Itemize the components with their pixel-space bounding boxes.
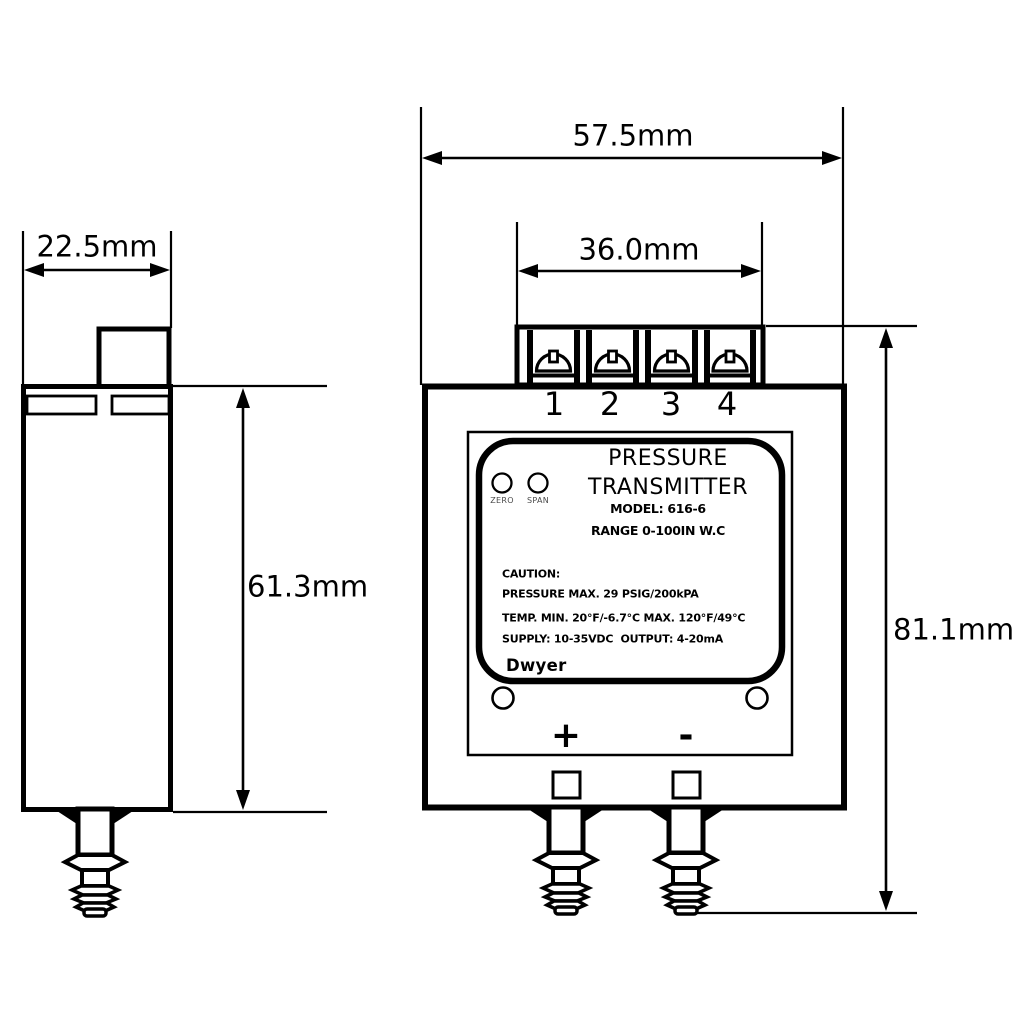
dim-side-width: 22.5mm xyxy=(36,229,158,264)
terminal-number-2: 2 xyxy=(599,385,621,423)
side-pressure-port xyxy=(54,809,136,916)
terminal-block xyxy=(514,324,766,388)
dimension-lines xyxy=(21,107,917,915)
terminal-number-4: 4 xyxy=(716,385,738,423)
high-pressure-port xyxy=(525,807,607,914)
low-pressure-port xyxy=(645,807,727,914)
port-opening-left xyxy=(551,770,582,800)
brand-logo: Dwyer xyxy=(506,655,567,675)
terminal-dividers xyxy=(527,330,756,383)
front-inner-panel xyxy=(466,430,794,757)
label-range: RANGE 0-100IN W.C xyxy=(591,522,725,538)
plus-port-label: + xyxy=(550,715,582,756)
spec-label-border xyxy=(475,437,786,685)
minus-port-label: - xyxy=(678,715,694,756)
label-title-line2: TRANSMITTER xyxy=(588,475,748,500)
dimension-shafts xyxy=(42,156,888,893)
label-caution: CAUTION: xyxy=(502,567,561,581)
zero-adjust-label: ZERO xyxy=(490,496,514,505)
side-view xyxy=(21,326,173,916)
mounting-screw-left-icon xyxy=(491,686,515,710)
mounting-screw-right-icon xyxy=(745,686,769,710)
front-view xyxy=(422,324,847,914)
label-supply: SUPPLY: 10-35VDC OUTPUT: 4-20mA xyxy=(502,632,724,646)
dim-front-height: 81.1mm xyxy=(893,612,1015,647)
label-pressure-max: PRESSURE MAX. 29 PSIG/200kPA xyxy=(502,587,699,601)
label-temp-limits: TEMP. MIN. 20°F/-6.7°C MAX. 120°F/49°C xyxy=(502,611,746,625)
label-model: MODEL: 616-6 xyxy=(610,500,706,516)
side-body xyxy=(21,384,173,812)
terminal-number-3: 3 xyxy=(660,385,682,423)
span-adjust-screw-icon xyxy=(527,472,549,494)
side-vent-slot-left xyxy=(25,394,98,416)
side-terminal-block-profile xyxy=(96,326,172,384)
dim-front-width: 57.5mm xyxy=(572,118,694,153)
dim-terminal-width: 36.0mm xyxy=(578,232,700,267)
dimension-arrowheads xyxy=(24,151,893,911)
label-title-line1: PRESSURE xyxy=(608,446,728,471)
dim-side-height: 61.3mm xyxy=(247,569,369,604)
side-vent-slot-right xyxy=(110,394,171,416)
terminal-number-1: 1 xyxy=(543,385,565,423)
span-adjust-label: SPAN xyxy=(526,496,550,505)
zero-adjust-screw-icon xyxy=(491,472,513,494)
port-opening-right xyxy=(671,770,702,800)
